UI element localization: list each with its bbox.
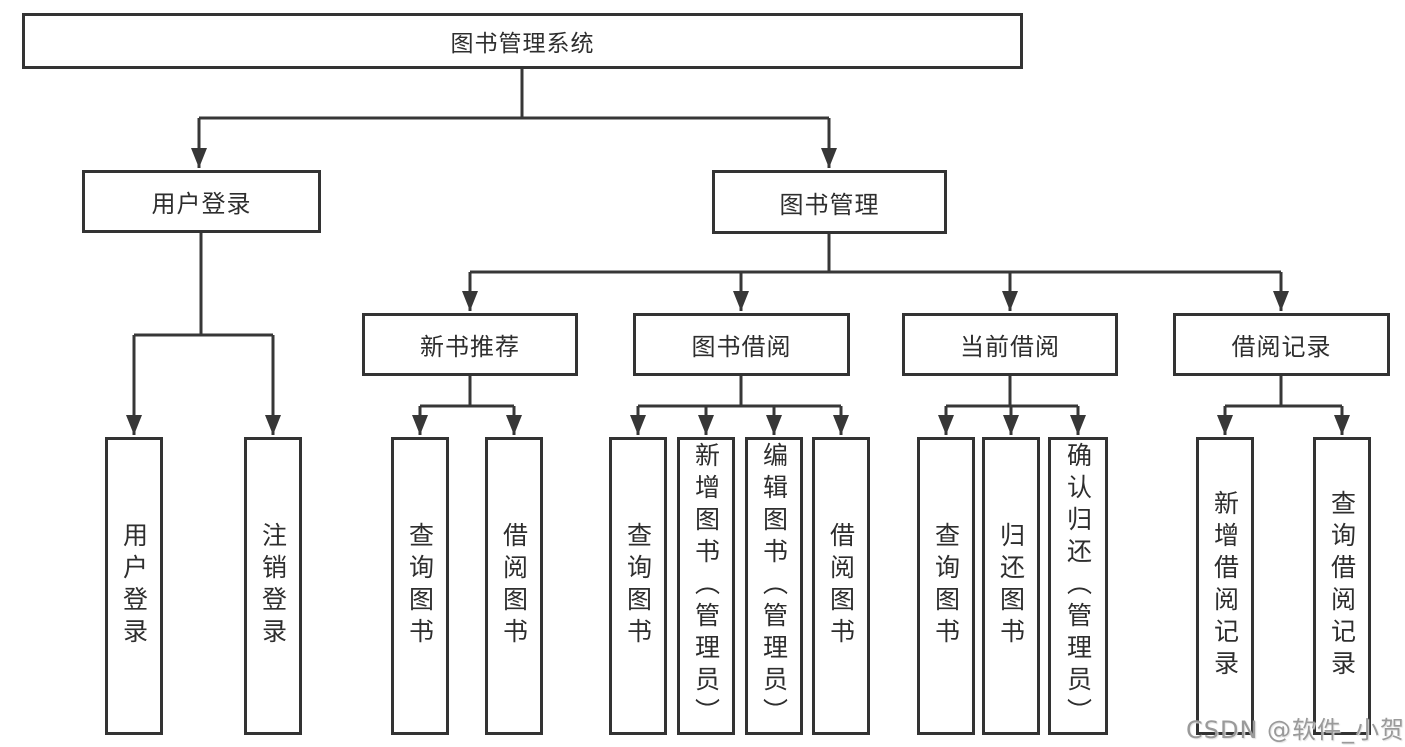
- node-book-management-group: 图书管理: [712, 170, 947, 234]
- leaf-query-borrow-record: 查询借阅记录: [1313, 437, 1371, 735]
- leaf-logout: 注销登录: [244, 437, 302, 735]
- leaf-borrow-books: 借阅图书: [812, 437, 870, 735]
- leaf-add-book-admin: 新增图书（管理员）: [677, 437, 735, 735]
- leaf-query-books-borrow: 查询图书: [609, 437, 667, 735]
- leaf-return-books: 归还图书: [982, 437, 1040, 735]
- node-user-login-group: 用户登录: [82, 170, 321, 233]
- leaf-confirm-return-admin: 确认归还（管理员）: [1048, 437, 1108, 735]
- node-book-borrow: 图书借阅: [633, 313, 850, 376]
- csdn-watermark: CSDN @软件_小贺同学: [1186, 716, 1405, 744]
- node-current-borrow: 当前借阅: [902, 313, 1118, 376]
- node-new-book-recommend: 新书推荐: [362, 313, 578, 376]
- leaf-user-login: 用户登录: [105, 437, 163, 735]
- leaf-edit-book-admin: 编辑图书（管理员）: [745, 437, 803, 735]
- node-borrow-records: 借阅记录: [1173, 313, 1390, 376]
- leaf-borrow-books-recommend: 借阅图书: [485, 437, 543, 735]
- node-root-system: 图书管理系统: [22, 13, 1023, 69]
- leaf-query-books-recommend: 查询图书: [391, 437, 449, 735]
- leaf-query-books-current: 查询图书: [917, 437, 975, 735]
- leaf-add-borrow-record: 新增借阅记录: [1196, 437, 1254, 735]
